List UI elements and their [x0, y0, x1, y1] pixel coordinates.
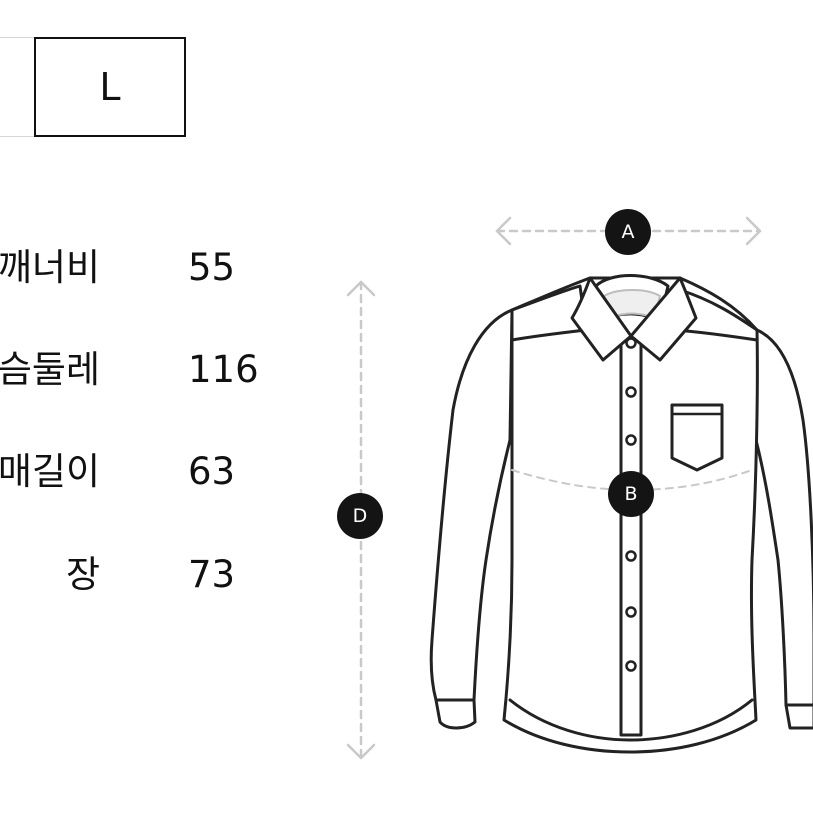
- shirt-icon: [429, 274, 813, 754]
- measurement-label: 매길이: [0, 450, 100, 493]
- measurement-value: 116: [188, 348, 259, 391]
- measurement-row: 슴둘레 116: [0, 345, 300, 395]
- measurement-value: 55: [188, 246, 236, 289]
- marker-d-label: D: [353, 505, 368, 527]
- measurement-row: 깨너비 55: [0, 243, 300, 293]
- measurement-row: 매길이 63: [0, 447, 300, 497]
- measurement-label: 깨너비: [0, 246, 100, 289]
- measurement-value: 63: [188, 450, 236, 493]
- marker-b-label: B: [624, 483, 637, 505]
- measurement-label: 슴둘레: [0, 348, 100, 391]
- size-tab-label: L: [99, 65, 121, 109]
- shirt-buttons-icon: [625, 337, 637, 672]
- measurement-label: 장: [65, 553, 100, 596]
- measurement-row: 장 73: [0, 550, 300, 600]
- measurement-value: 73: [188, 553, 236, 596]
- marker-a-label: A: [622, 221, 635, 243]
- size-tab-previous[interactable]: [0, 37, 36, 137]
- marker-b-badge: B: [608, 471, 654, 517]
- marker-a-badge: A: [605, 209, 651, 255]
- marker-d-badge: D: [337, 493, 383, 539]
- size-tab-selected[interactable]: L: [34, 37, 186, 137]
